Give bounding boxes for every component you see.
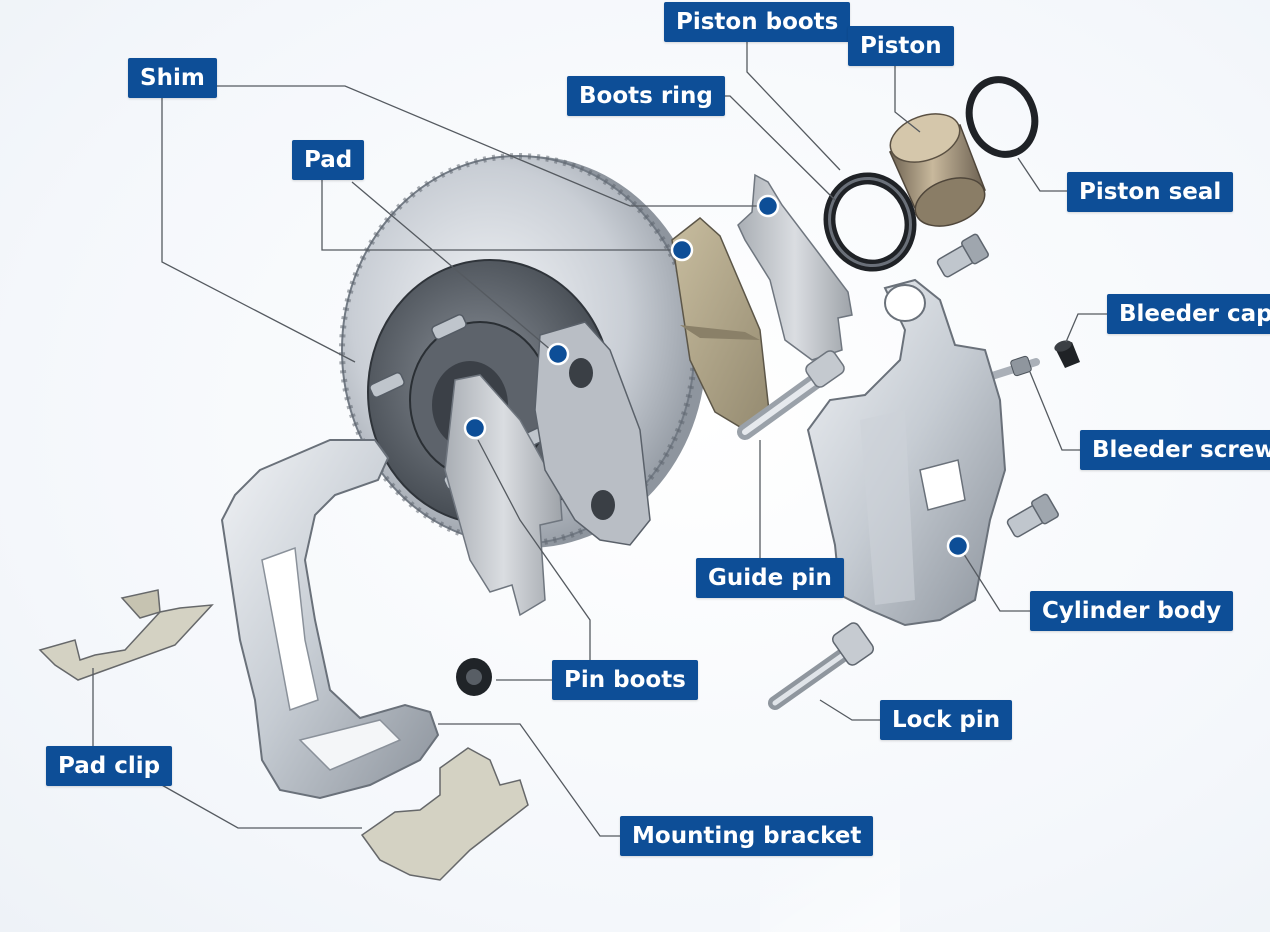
label-piston-boots: Piston boots bbox=[664, 2, 851, 42]
leader-piston-seal bbox=[1017, 157, 1067, 192]
leader-lock-pin bbox=[819, 699, 880, 721]
label-lock-pin: Lock pin bbox=[880, 700, 1013, 740]
upper-bolt bbox=[936, 233, 989, 278]
label-shim: Shim bbox=[128, 58, 217, 98]
leader-pin-boots-shim bbox=[477, 439, 591, 660]
corner-fade bbox=[760, 840, 900, 932]
label-boots-ring: Boots ring bbox=[567, 76, 725, 116]
leader-piston bbox=[894, 66, 921, 133]
leader-piston-boots bbox=[746, 42, 841, 171]
label-guide-pin: Guide pin bbox=[696, 558, 844, 598]
label-pad: Pad bbox=[292, 140, 365, 180]
label-pin-boots: Pin boots bbox=[552, 660, 698, 700]
piston-seal bbox=[965, 76, 1039, 158]
leader-mounting-bracket bbox=[438, 723, 620, 837]
bleeder-cap-part bbox=[1054, 340, 1080, 368]
leader-shim-left bbox=[161, 98, 356, 363]
pad-outer bbox=[671, 217, 771, 431]
mounting-bracket-part bbox=[220, 439, 440, 800]
piston bbox=[888, 113, 986, 227]
guide-pin bbox=[737, 350, 845, 440]
marker-dot-shim bbox=[756, 194, 780, 218]
leader-pad bbox=[321, 180, 682, 251]
bleeder-screw-part bbox=[988, 355, 1040, 380]
leader-cylinder-body bbox=[959, 547, 1030, 612]
shim-outer bbox=[737, 173, 853, 361]
leader-pad-clip-lower bbox=[159, 783, 362, 829]
marker-dot-shim-left bbox=[463, 416, 487, 440]
label-mounting-bracket: Mounting bracket bbox=[620, 816, 874, 856]
lower-bolt bbox=[1006, 493, 1059, 538]
pad-inner bbox=[534, 321, 651, 546]
boots-ring bbox=[823, 172, 917, 272]
leader-pad-left bbox=[351, 181, 559, 357]
marker-dot-pad bbox=[670, 238, 694, 262]
label-piston: Piston bbox=[848, 26, 954, 66]
marker-dots bbox=[463, 194, 970, 558]
pin-boots-part bbox=[456, 658, 492, 696]
lock-pin-part bbox=[768, 622, 875, 710]
pad-clip-lower bbox=[360, 747, 529, 881]
leader-boots-ring bbox=[711, 95, 836, 201]
leader-shim bbox=[206, 85, 768, 207]
leader-bleeder-screw bbox=[1029, 371, 1080, 451]
marker-dot-cylinder-body bbox=[946, 534, 970, 558]
marker-dot-pad-left bbox=[546, 342, 570, 366]
leader-lines bbox=[92, 42, 1107, 837]
label-piston-seal: Piston seal bbox=[1067, 172, 1234, 212]
leader-bleeder-cap bbox=[1065, 313, 1107, 343]
label-bleeder-cap: Bleeder cap bbox=[1107, 294, 1270, 334]
label-cylinder-body: Cylinder body bbox=[1030, 591, 1234, 631]
pad-clip-upper bbox=[38, 589, 214, 681]
label-pad-clip: Pad clip bbox=[46, 746, 173, 786]
label-bleeder-screw: Bleeder screw bbox=[1080, 430, 1270, 470]
